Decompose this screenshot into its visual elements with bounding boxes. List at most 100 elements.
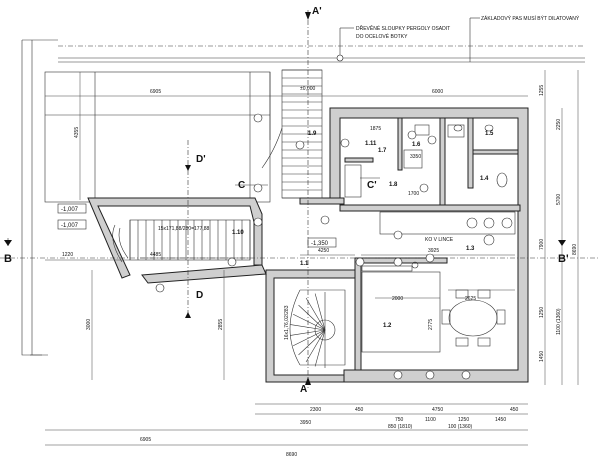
- spiral-staircase: [289, 289, 346, 368]
- kitchen-counter: [379, 211, 516, 246]
- ko-line-note: KO V LINCE: [425, 237, 454, 243]
- section-c-left: C: [238, 180, 245, 191]
- room-numbers: 1.9 1.10 1.1 1.2 1.3 1.4 1.5 1.6 1.7 1.8…: [232, 131, 494, 329]
- dim-label: 2775: [428, 319, 434, 330]
- dim-label: 2250: [556, 119, 562, 130]
- spiral-tread: [290, 324, 326, 331]
- axis-bubble: [253, 113, 263, 123]
- dim-label: 1255: [539, 85, 545, 96]
- dim-label: 2625: [465, 296, 476, 302]
- drawing-notes: DŘEVĚNÉ SLOUPKY PERGOLY OSADIT DO OCELOV…: [356, 15, 580, 243]
- axis-bubble: [425, 253, 435, 263]
- dim-label: 1220: [62, 252, 73, 258]
- spiral-tread: [314, 293, 326, 331]
- level-label: -1,007: [61, 223, 79, 229]
- section-cut-lines: [0, 10, 600, 390]
- axis-bubble: [461, 370, 471, 380]
- axis-bubble: [427, 135, 437, 145]
- level-label: ±0,000: [300, 86, 315, 92]
- axis-bubble: [393, 257, 403, 267]
- section-d-bottom: D: [196, 290, 203, 301]
- dimension-lines: [45, 70, 579, 446]
- dim-label: 850 (1810): [388, 424, 413, 430]
- axis-bubble: [407, 130, 417, 140]
- room-label: 1.2: [383, 323, 392, 329]
- spiral-tread: [298, 329, 326, 356]
- dim-label: 8690: [572, 244, 578, 255]
- dim-label: 1250: [539, 307, 545, 318]
- room-label: 1.1: [300, 261, 309, 267]
- dim-label: 7900: [539, 239, 545, 250]
- property-line: [58, 45, 585, 63]
- dim-label: 6905: [150, 89, 161, 95]
- dim-label: 4355: [74, 127, 80, 138]
- dim-label: 6000: [432, 89, 443, 95]
- level-marks: -1,007 -1,007 -1,350 ±0,000: [57, 86, 337, 248]
- dimension-values: 6905 6000 8690 6905 2300 450 4750 450 39…: [62, 85, 578, 458]
- dim-label: 3950: [300, 420, 311, 426]
- level-label: -1,350: [311, 241, 329, 247]
- axis-bubble: [393, 230, 403, 240]
- spiral-stair-label: 16x1,76,02/283: [284, 305, 290, 340]
- dim-label: 2300: [310, 407, 321, 413]
- living-room-furniture: [361, 261, 441, 353]
- section-c-right: C': [367, 180, 377, 191]
- dim-label: 2000: [392, 296, 403, 302]
- dim-label: 2855: [218, 319, 224, 330]
- dim-label: 750: [395, 417, 404, 423]
- axis-bubble: [355, 257, 365, 267]
- dim-label: 3925: [428, 248, 439, 254]
- room-label: 1.3: [466, 246, 475, 252]
- dim-label: 4250: [318, 248, 329, 254]
- room-label: 1.7: [378, 148, 387, 154]
- dim-label: 100 (1360): [448, 424, 473, 430]
- spiral-tread: [314, 329, 326, 367]
- axis-bubble: [227, 257, 237, 267]
- note-leaders: [336, 17, 480, 62]
- pergola-note-line2: DO OCELOVÉ BOTKY: [356, 33, 408, 40]
- dining-table: [441, 289, 506, 347]
- axis-bubble: [253, 183, 263, 193]
- spiral-tread: [305, 329, 326, 363]
- axis-bubble: [425, 370, 435, 380]
- dim-label: 5700: [556, 194, 562, 205]
- dim-label: 4485: [150, 252, 161, 258]
- room-label: 1.11: [365, 141, 377, 147]
- dim-label: 1100 (1360): [556, 308, 562, 335]
- dim-label: 450: [510, 407, 519, 413]
- dim-label: 1450: [539, 351, 545, 362]
- spiral-tread: [305, 297, 326, 331]
- room-label: 1.8: [389, 182, 398, 188]
- spiral-tread: [298, 304, 326, 331]
- room-label: 1.6: [412, 142, 421, 148]
- section-b-left: B: [4, 253, 12, 265]
- dim-label: 3000: [86, 319, 92, 330]
- dim-label: 4750: [432, 407, 443, 413]
- dim-label: 1250: [458, 417, 469, 423]
- axis-bubble: [295, 140, 305, 150]
- section-d-top: D': [196, 154, 206, 165]
- main-staircase: [112, 219, 251, 263]
- dim-label: 3350: [410, 154, 421, 160]
- axis-bubble: [253, 217, 263, 227]
- dim-label: 8690: [286, 452, 297, 458]
- dim-label: 1700: [408, 191, 419, 197]
- neighbour-boundary: [21, 39, 58, 356]
- section-a-top: A': [312, 6, 322, 17]
- foundation-note: ZÁKLADOVÝ PAS MUSÍ BÝT DILATOVANÝ: [481, 15, 580, 22]
- spiral-tread: [293, 313, 326, 331]
- section-a-bottom: A: [300, 384, 307, 395]
- bathroom-fixtures: [344, 124, 508, 198]
- stair-annotations: 15x171,88/280=177,88 16x1,76,02/283: [158, 226, 290, 340]
- axis-bubble: [393, 370, 403, 380]
- upper-staircase: [261, 69, 323, 199]
- axis-bubbles: [155, 113, 471, 380]
- room-label: 1.10: [232, 230, 244, 236]
- building-walls: [87, 107, 529, 383]
- room-label: 1.9: [308, 131, 317, 137]
- dim-label: 1450: [495, 417, 506, 423]
- spiral-tread: [290, 329, 326, 336]
- section-labels: A' A B B' C C' D' D: [4, 6, 569, 395]
- axis-bubble: [340, 138, 350, 148]
